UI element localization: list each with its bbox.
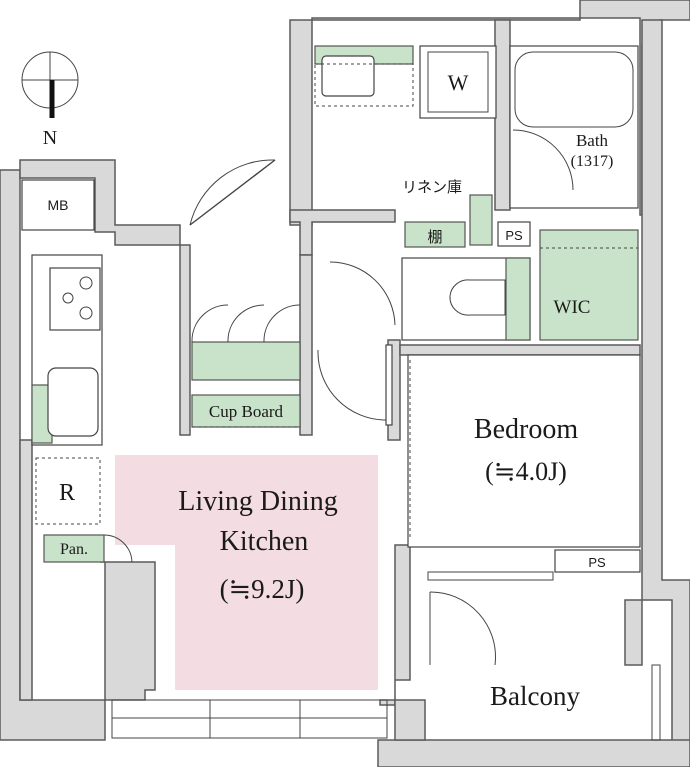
kitchen-counter [31, 254, 103, 446]
ldk-label-line2: Kitchen [220, 526, 309, 557]
pantry-label: Pan. [60, 541, 88, 558]
bedroom-label: Bedroom [474, 414, 578, 445]
stove-icon [49, 267, 101, 331]
mb-label: MB [48, 197, 69, 213]
vanity-sink-icon [321, 55, 375, 97]
balcony-label: Balcony [490, 681, 580, 711]
ldk-window [111, 699, 388, 739]
linen-closet [469, 194, 493, 246]
ps-upper-label: PS [505, 228, 523, 243]
ldk-highlight [115, 455, 378, 690]
ldk-size-label: (≒9.2J) [220, 574, 305, 604]
washer-space [419, 45, 497, 119]
entrance-door-swing-icon [189, 159, 276, 226]
bedroom [407, 354, 641, 548]
shelf [404, 221, 466, 248]
walk-in-closet [539, 229, 639, 341]
shoe-closet-doors-icon [191, 304, 301, 343]
washer-label: W [448, 70, 469, 95]
bath-door-swing-icon [512, 129, 574, 191]
ps-lower-label: PS [588, 555, 606, 570]
refrigerator-label: R [59, 480, 75, 506]
ps-lower-box [554, 549, 641, 573]
balcony-door-swing-icon [429, 591, 496, 666]
cupboard-label: Cup Board [209, 402, 284, 421]
bath-label: Bath [576, 131, 609, 150]
compass: N [21, 51, 79, 149]
bedroom-size-label: (≒4.0J) [485, 457, 567, 486]
bathtub-icon [514, 51, 634, 128]
bath-size-label: (1317) [571, 153, 614, 170]
cupboard [191, 394, 301, 428]
ldk-label-line1: Living Dining [178, 486, 337, 517]
wic-label: WIC [554, 297, 591, 318]
toilet-icon [449, 279, 506, 316]
ps-upper-box [497, 221, 531, 247]
linen-label: リネン庫 [402, 179, 462, 196]
north-label: N [43, 127, 57, 149]
pantry [43, 534, 105, 563]
refrigerator-space [35, 457, 101, 525]
bedroom-window [427, 571, 554, 581]
entrance-door-leaf [189, 159, 276, 226]
shoe-closet [191, 341, 301, 381]
toilet-door-swing-icon [329, 261, 396, 326]
mb-box [21, 179, 95, 231]
sink-icon [47, 367, 99, 437]
shelf-label: 棚 [427, 229, 442, 246]
hall-door-swing-icon [317, 349, 387, 421]
pantry-door-swing-icon [103, 534, 133, 563]
